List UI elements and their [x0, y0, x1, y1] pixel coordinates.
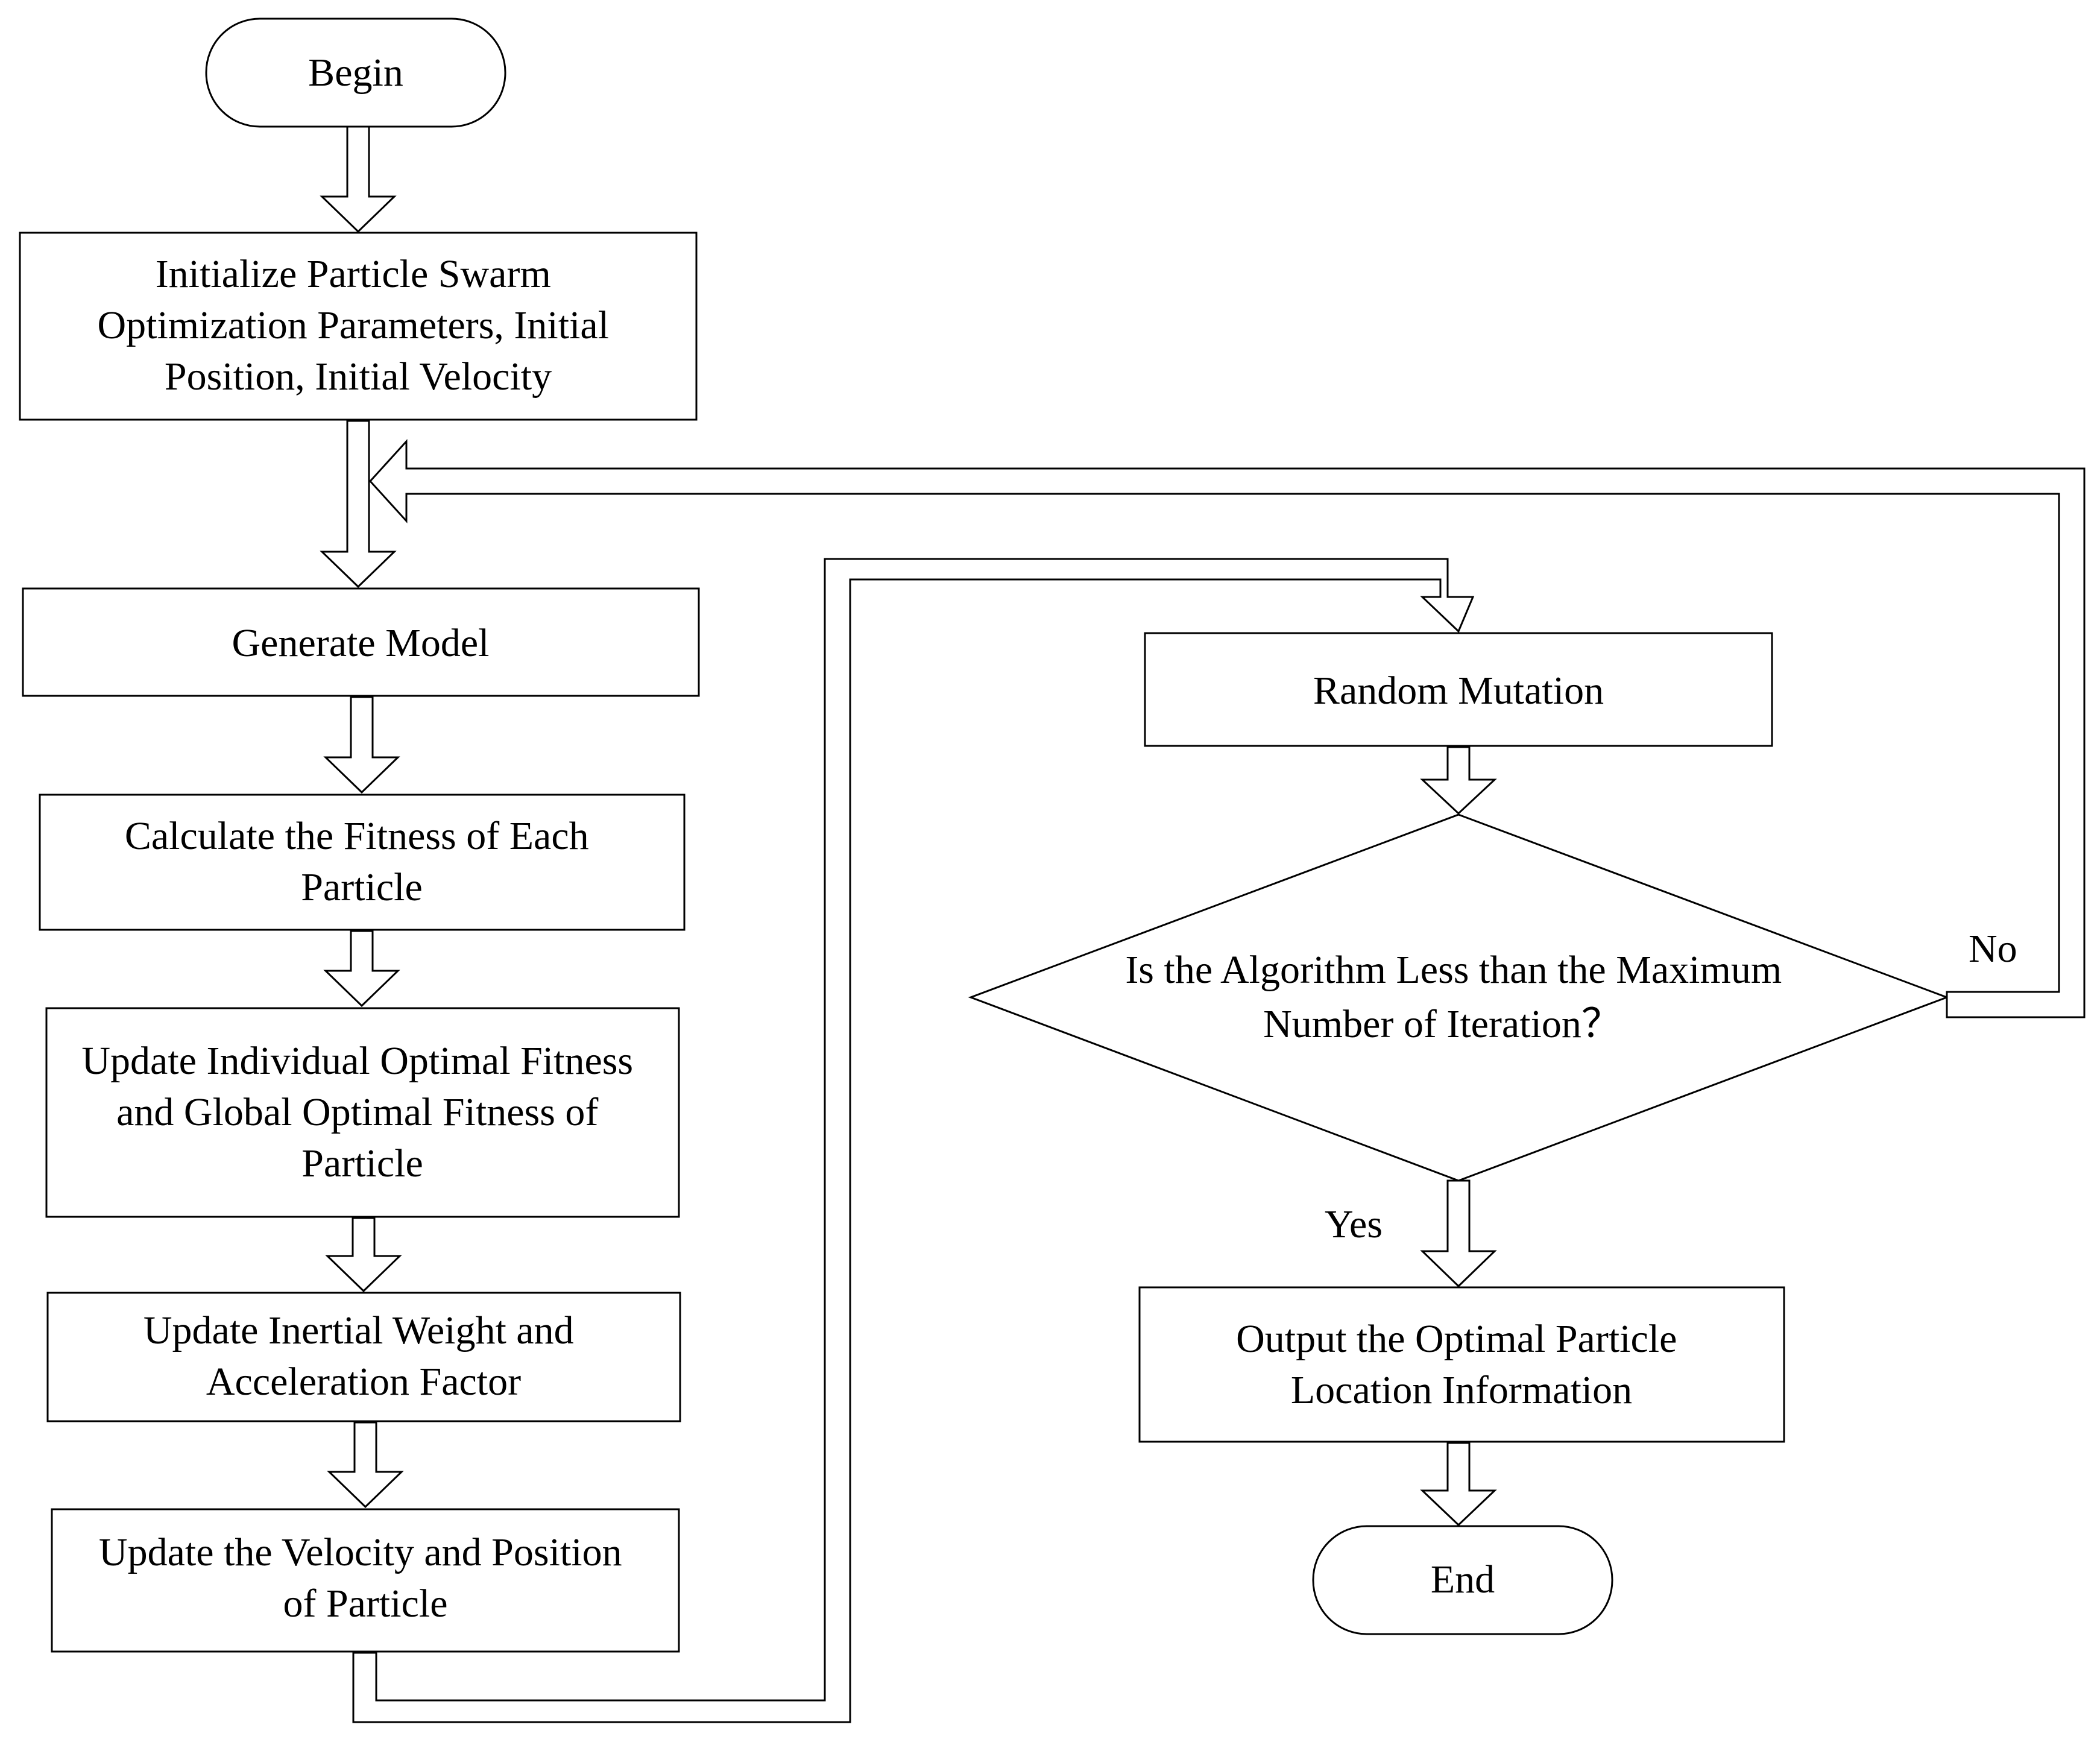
init-line-2: Optimization Parameters, Initial: [97, 303, 609, 347]
arrow-output-to-end: [1420, 1442, 1497, 1527]
inertia-line-1: Update Inertial Weight and: [143, 1308, 574, 1352]
generate-model-box: Generate Model: [22, 587, 700, 697]
end-node: End: [1312, 1525, 1613, 1635]
velocity-line-2: of Particle: [283, 1582, 447, 1626]
arrow-inertial-to-velocity: [327, 1421, 404, 1509]
update-velocity-box: Update the Velocity and Position of Part…: [51, 1508, 680, 1653]
end-line-1: End: [1431, 1557, 1495, 1602]
update-opt-line-1: Update Individual Optimal Fitness: [81, 1039, 633, 1083]
arrow-begin-to-init: [320, 125, 397, 233]
output-line-1: Output the Optimal Particle: [1236, 1317, 1677, 1361]
init-parameters-box: Initialize Particle Swarm Optimization P…: [19, 232, 698, 421]
generate-model-text: Generate Model: [232, 621, 490, 665]
random-mutation-text: Random Mutation: [1313, 669, 1604, 713]
arrow-init-to-generate: [320, 420, 397, 589]
output-location-box: Output the Optimal Particle Location Inf…: [1138, 1286, 1785, 1443]
iteration-decision-diamond: Is the Algorithm Less than the Maximum N…: [968, 813, 1950, 1182]
no-label: No: [1969, 927, 2017, 971]
generate-line-1: Generate Model: [232, 621, 490, 665]
fitness-line-2: Particle: [301, 865, 423, 909]
arrow-decision-no-to-generate: [368, 439, 2086, 1018]
update-opt-line-2: and Global Optimal Fitness of: [116, 1090, 598, 1134]
update-opt-line-3: Particle: [301, 1141, 423, 1185]
arrow-velocity-to-mutation: [352, 558, 1475, 1723]
arrow-decision-to-output-yes: [1420, 1179, 1497, 1288]
update-inertial-weight-box: Update Inertial Weight and Acceleration …: [46, 1292, 681, 1422]
update-velocity-text: Update the Velocity and Position of Part…: [99, 1530, 632, 1626]
calculate-fitness-text: Calculate the Fitness of Each Particle: [125, 814, 599, 909]
begin-line-1: Begin: [308, 51, 403, 95]
init-line-3: Position, Initial Velocity: [165, 355, 552, 399]
init-line-1: Initialize Particle Swarm: [156, 252, 551, 296]
arrow-fitness-to-update-optimal: [323, 930, 400, 1008]
decision-line-1: Is the Algorithm Less than the Maximum: [1125, 948, 1782, 992]
output-location-text: Output the Optimal Particle Location Inf…: [1236, 1317, 1687, 1412]
end-text: End: [1431, 1557, 1495, 1602]
mutation-line-1: Random Mutation: [1313, 669, 1604, 713]
update-optimal-fitness-text: Update Individual Optimal Fitness and Gl…: [81, 1039, 643, 1185]
arrow-update-optimal-to-inertial: [325, 1217, 402, 1293]
calculate-fitness-box: Calculate the Fitness of Each Particle: [39, 794, 686, 931]
begin-text: Begin: [308, 51, 403, 95]
arrow-mutation-to-decision: [1420, 746, 1497, 815]
update-inertial-weight-text: Update Inertial Weight and Acceleration …: [143, 1308, 584, 1404]
fitness-line-1: Calculate the Fitness of Each: [125, 814, 589, 858]
velocity-line-1: Update the Velocity and Position: [99, 1530, 622, 1574]
init-parameters-text: Initialize Particle Swarm Optimization P…: [97, 252, 619, 399]
update-optimal-fitness-box: Update Individual Optimal Fitness and Gl…: [45, 1007, 680, 1218]
inertia-line-2: Acceleration Factor: [206, 1360, 521, 1404]
begin-node: Begin: [205, 17, 506, 128]
arrow-generate-to-fitness: [323, 696, 400, 794]
output-line-2: Location Information: [1291, 1368, 1632, 1412]
yes-label: Yes: [1325, 1202, 1383, 1246]
random-mutation-box: Random Mutation: [1144, 632, 1773, 747]
iteration-decision-text: Is the Algorithm Less than the Maximum N…: [1125, 948, 1791, 1046]
decision-line-2: Number of Iteration？: [1263, 1002, 1621, 1046]
